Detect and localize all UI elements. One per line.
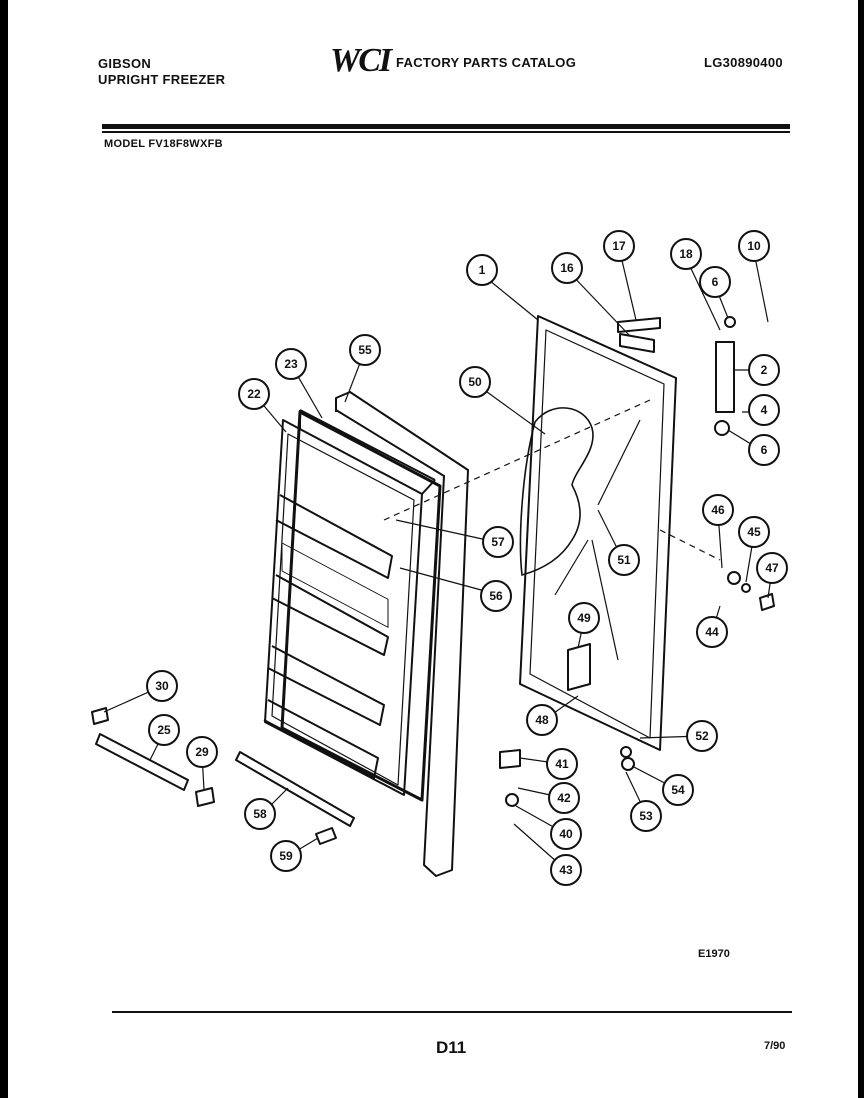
- svg-text:49: 49: [577, 611, 591, 625]
- catalog-number: LG30890400: [704, 55, 783, 70]
- kick-plate: [235, 751, 355, 827]
- svg-text:18: 18: [679, 247, 693, 261]
- cabinet-frame: [519, 315, 677, 751]
- callout-57: 57: [482, 526, 514, 558]
- svg-text:29: 29: [195, 745, 209, 759]
- callout-45: 45: [738, 516, 770, 548]
- callout-50: 50: [459, 366, 491, 398]
- brand-block: GIBSON UPRIGHT FREEZER: [98, 56, 225, 88]
- callout-58: 58: [244, 798, 276, 830]
- callout-49: 49: [568, 602, 600, 634]
- bracket-17: [617, 317, 661, 333]
- svg-text:43: 43: [559, 863, 573, 877]
- callout-53: 53: [630, 800, 662, 832]
- door-gasket: [280, 410, 442, 802]
- insulation: [519, 407, 594, 576]
- svg-text:6: 6: [712, 275, 719, 289]
- catalog-sheet: GIBSON UPRIGHT FREEZER WCI FACTORY PARTS…: [8, 0, 858, 1098]
- svg-text:1: 1: [479, 263, 486, 277]
- callout-16: 16: [551, 252, 583, 284]
- callout-6-bottom: 6: [748, 434, 780, 466]
- header-rule-thick: [102, 124, 790, 129]
- svg-text:51: 51: [617, 553, 631, 567]
- callout-51: 51: [608, 544, 640, 576]
- callout-4: 4: [748, 394, 780, 426]
- svg-text:52: 52: [695, 729, 709, 743]
- svg-text:45: 45: [747, 525, 761, 539]
- hinge: [715, 341, 735, 413]
- bracket-16: [619, 333, 655, 353]
- product-type: UPRIGHT FREEZER: [98, 72, 226, 87]
- callout-41: 41: [546, 748, 578, 780]
- svg-text:6: 6: [761, 443, 768, 457]
- svg-text:23: 23: [284, 357, 298, 371]
- figure-id: E1970: [698, 948, 730, 960]
- svg-text:46: 46: [711, 503, 725, 517]
- svg-text:4: 4: [761, 403, 768, 417]
- catalog-title: FACTORY PARTS CATALOG: [396, 55, 577, 70]
- page-code: D11: [436, 1038, 467, 1057]
- svg-text:57: 57: [491, 535, 505, 549]
- svg-text:42: 42: [557, 791, 571, 805]
- header-rule-thin: [102, 131, 790, 133]
- callout-10: 10: [738, 230, 770, 262]
- wci-logo: WCI: [330, 42, 392, 79]
- svg-text:50: 50: [468, 375, 482, 389]
- callout-42: 42: [548, 782, 580, 814]
- callout-55: 55: [349, 334, 381, 366]
- callout-54: 54: [662, 774, 694, 806]
- callout-18: 18: [670, 238, 702, 270]
- callout-48: 48: [526, 704, 558, 736]
- callout-47: 47: [756, 552, 788, 584]
- svg-text:59: 59: [279, 849, 293, 863]
- svg-text:17: 17: [612, 239, 626, 253]
- callout-25: 25: [148, 714, 180, 746]
- callout-23: 23: [275, 348, 307, 380]
- callout-29: 29: [186, 736, 218, 768]
- bottom-trim: [95, 733, 189, 791]
- svg-text:10: 10: [747, 239, 761, 253]
- svg-text:16: 16: [560, 261, 574, 275]
- outer-door-panel: [335, 391, 469, 877]
- print-date: 7/90: [764, 1040, 786, 1052]
- callout-56: 56: [480, 580, 512, 612]
- callout-43: 43: [550, 854, 582, 886]
- svg-text:54: 54: [671, 783, 685, 797]
- callout-59: 59: [270, 840, 302, 872]
- svg-text:44: 44: [705, 625, 719, 639]
- callout-30: 30: [146, 670, 178, 702]
- svg-text:55: 55: [358, 343, 372, 357]
- svg-text:47: 47: [765, 561, 779, 575]
- latch-bracket: [567, 643, 591, 691]
- svg-text:25: 25: [157, 723, 171, 737]
- brand-name: GIBSON: [98, 56, 152, 71]
- svg-text:2: 2: [761, 363, 768, 377]
- callout-46: 46: [702, 494, 734, 526]
- callout-22: 22: [238, 378, 270, 410]
- svg-text:40: 40: [559, 827, 573, 841]
- svg-text:30: 30: [155, 679, 169, 693]
- svg-text:58: 58: [253, 807, 267, 821]
- callout-40: 40: [550, 818, 582, 850]
- callout-6-top: 6: [699, 266, 731, 298]
- svg-text:53: 53: [639, 809, 653, 823]
- callout-2: 2: [748, 354, 780, 386]
- callout-1: 1: [466, 254, 498, 286]
- callout-17: 17: [603, 230, 635, 262]
- footer-rule: [112, 1011, 792, 1013]
- model-number: MODEL FV18F8WXFB: [104, 138, 223, 150]
- svg-text:56: 56: [489, 589, 503, 603]
- svg-text:41: 41: [555, 757, 569, 771]
- svg-text:22: 22: [247, 387, 261, 401]
- callout-44: 44: [696, 616, 728, 648]
- svg-text:48: 48: [535, 713, 549, 727]
- callout-52: 52: [686, 720, 718, 752]
- callouts: 1 2 4 6 6 10 16 17 18 22 23 25 29 30 40 …: [146, 230, 788, 886]
